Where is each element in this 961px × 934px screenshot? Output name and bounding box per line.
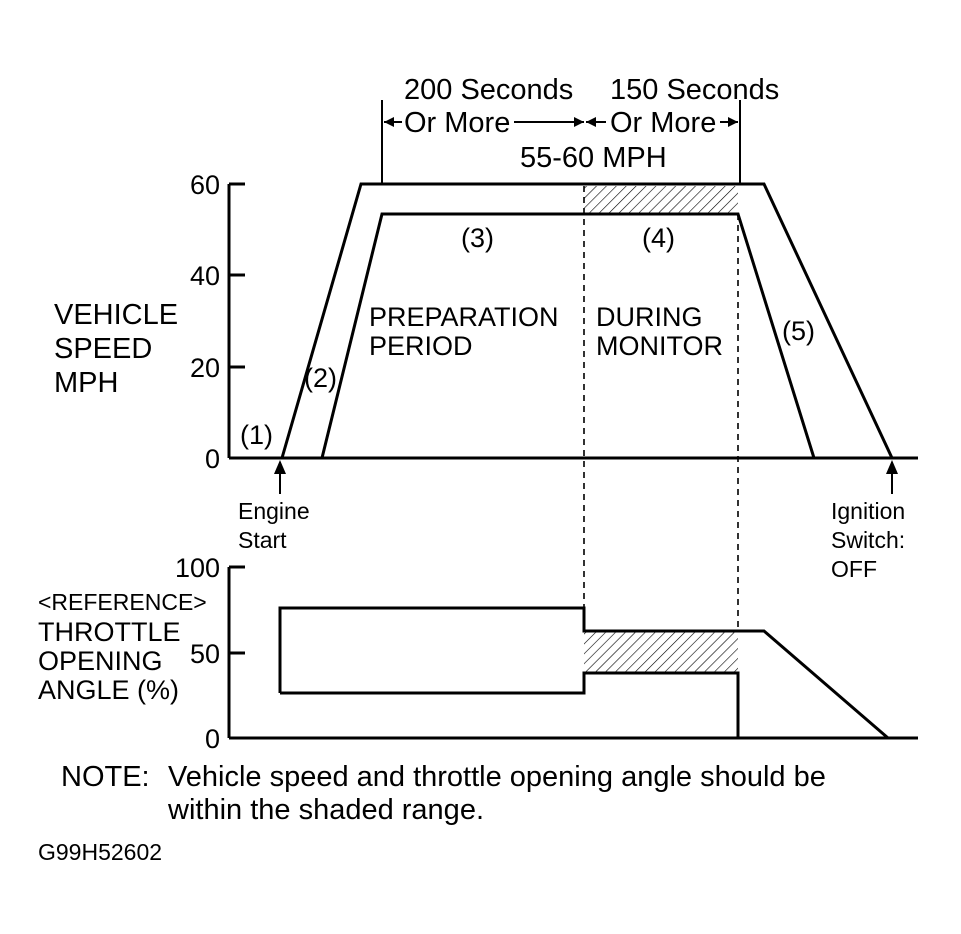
throttle-ylabel-line3: ANGLE (%) bbox=[38, 675, 179, 705]
speed-tick-label-20: 20 bbox=[190, 353, 220, 383]
monitor-arrow-left bbox=[586, 117, 596, 127]
throttle-tick-label-100: 100 bbox=[175, 553, 220, 583]
figure-id: G99H52602 bbox=[38, 839, 162, 865]
speed-ylabel-line1: VEHICLE bbox=[54, 299, 178, 331]
ignition-off-line2: Switch: bbox=[831, 527, 905, 553]
note-line2: within the shaded range. bbox=[167, 794, 484, 826]
monitor-or-more-label: Or More bbox=[610, 107, 716, 139]
speed-upper-limit-trace bbox=[280, 182, 894, 459]
ignition-off-line3: OFF bbox=[831, 556, 877, 582]
prep-period-line2: PERIOD bbox=[369, 331, 473, 361]
throttle-ylabel-line1: THROTTLE bbox=[38, 617, 181, 647]
step-4-label: (4) bbox=[642, 223, 675, 253]
ignition-off-line1: Ignition bbox=[831, 498, 905, 524]
step-3-label: (3) bbox=[461, 223, 494, 253]
monitor-line1: DURING bbox=[596, 302, 703, 332]
throttle-upper-limit-trace bbox=[278, 606, 889, 740]
ignition-off-arrow-head bbox=[886, 460, 898, 474]
throttle-tick-label-0: 0 bbox=[205, 724, 220, 754]
monitor-line2: MONITOR bbox=[596, 331, 723, 361]
speed-ylabel-line3: MPH bbox=[54, 367, 118, 399]
speed-tick-label-0: 0 bbox=[205, 444, 220, 474]
step-2-label: (2) bbox=[304, 363, 337, 393]
prep-arrow-right bbox=[574, 117, 584, 127]
engine-start-line1: Engine bbox=[238, 498, 310, 524]
prep-seconds-label: 200 Seconds bbox=[404, 74, 573, 106]
prep-or-more-label: Or More bbox=[404, 107, 510, 139]
throttle-shaded-range bbox=[584, 631, 738, 673]
throttle-tick-label-50: 50 bbox=[190, 639, 220, 669]
reference-label: <REFERENCE> bbox=[38, 589, 207, 615]
note-prefix: NOTE: bbox=[61, 761, 150, 793]
speed-shaded-range bbox=[584, 186, 738, 214]
monitor-arrow-right bbox=[728, 117, 738, 127]
engine-start-arrow-head bbox=[274, 460, 286, 474]
note-line1: Vehicle speed and throttle opening angle… bbox=[168, 761, 826, 793]
prep-arrow-left bbox=[384, 117, 394, 127]
speed-range-label: 55-60 MPH bbox=[520, 142, 667, 174]
speed-tick-label-40: 40 bbox=[190, 261, 220, 291]
step-5-label: (5) bbox=[782, 316, 815, 346]
speed-lower-limit-trace bbox=[320, 212, 816, 459]
speed-chart: 60 40 20 0 VEHICLE SPEED MPH (1) (2) (3)… bbox=[54, 170, 918, 582]
note-block: NOTE: Vehicle speed and throttle opening… bbox=[61, 761, 826, 826]
speed-ylabel-line2: SPEED bbox=[54, 333, 152, 365]
engine-start-line2: Start bbox=[238, 527, 287, 553]
monitor-seconds-label: 150 Seconds bbox=[610, 74, 779, 106]
timing-bracket: 200 Seconds Or More 150 Seconds Or More … bbox=[381, 74, 779, 185]
speed-tick-label-60: 60 bbox=[190, 170, 220, 200]
step-1-label: (1) bbox=[240, 420, 273, 450]
throttle-lower-limit-trace bbox=[280, 671, 740, 738]
throttle-chart: 100 50 0 <REFERENCE> THROTTLE OPENING AN… bbox=[38, 553, 918, 754]
prep-period-line1: PREPARATION bbox=[369, 302, 559, 332]
throttle-ylabel-line2: OPENING bbox=[38, 646, 163, 676]
